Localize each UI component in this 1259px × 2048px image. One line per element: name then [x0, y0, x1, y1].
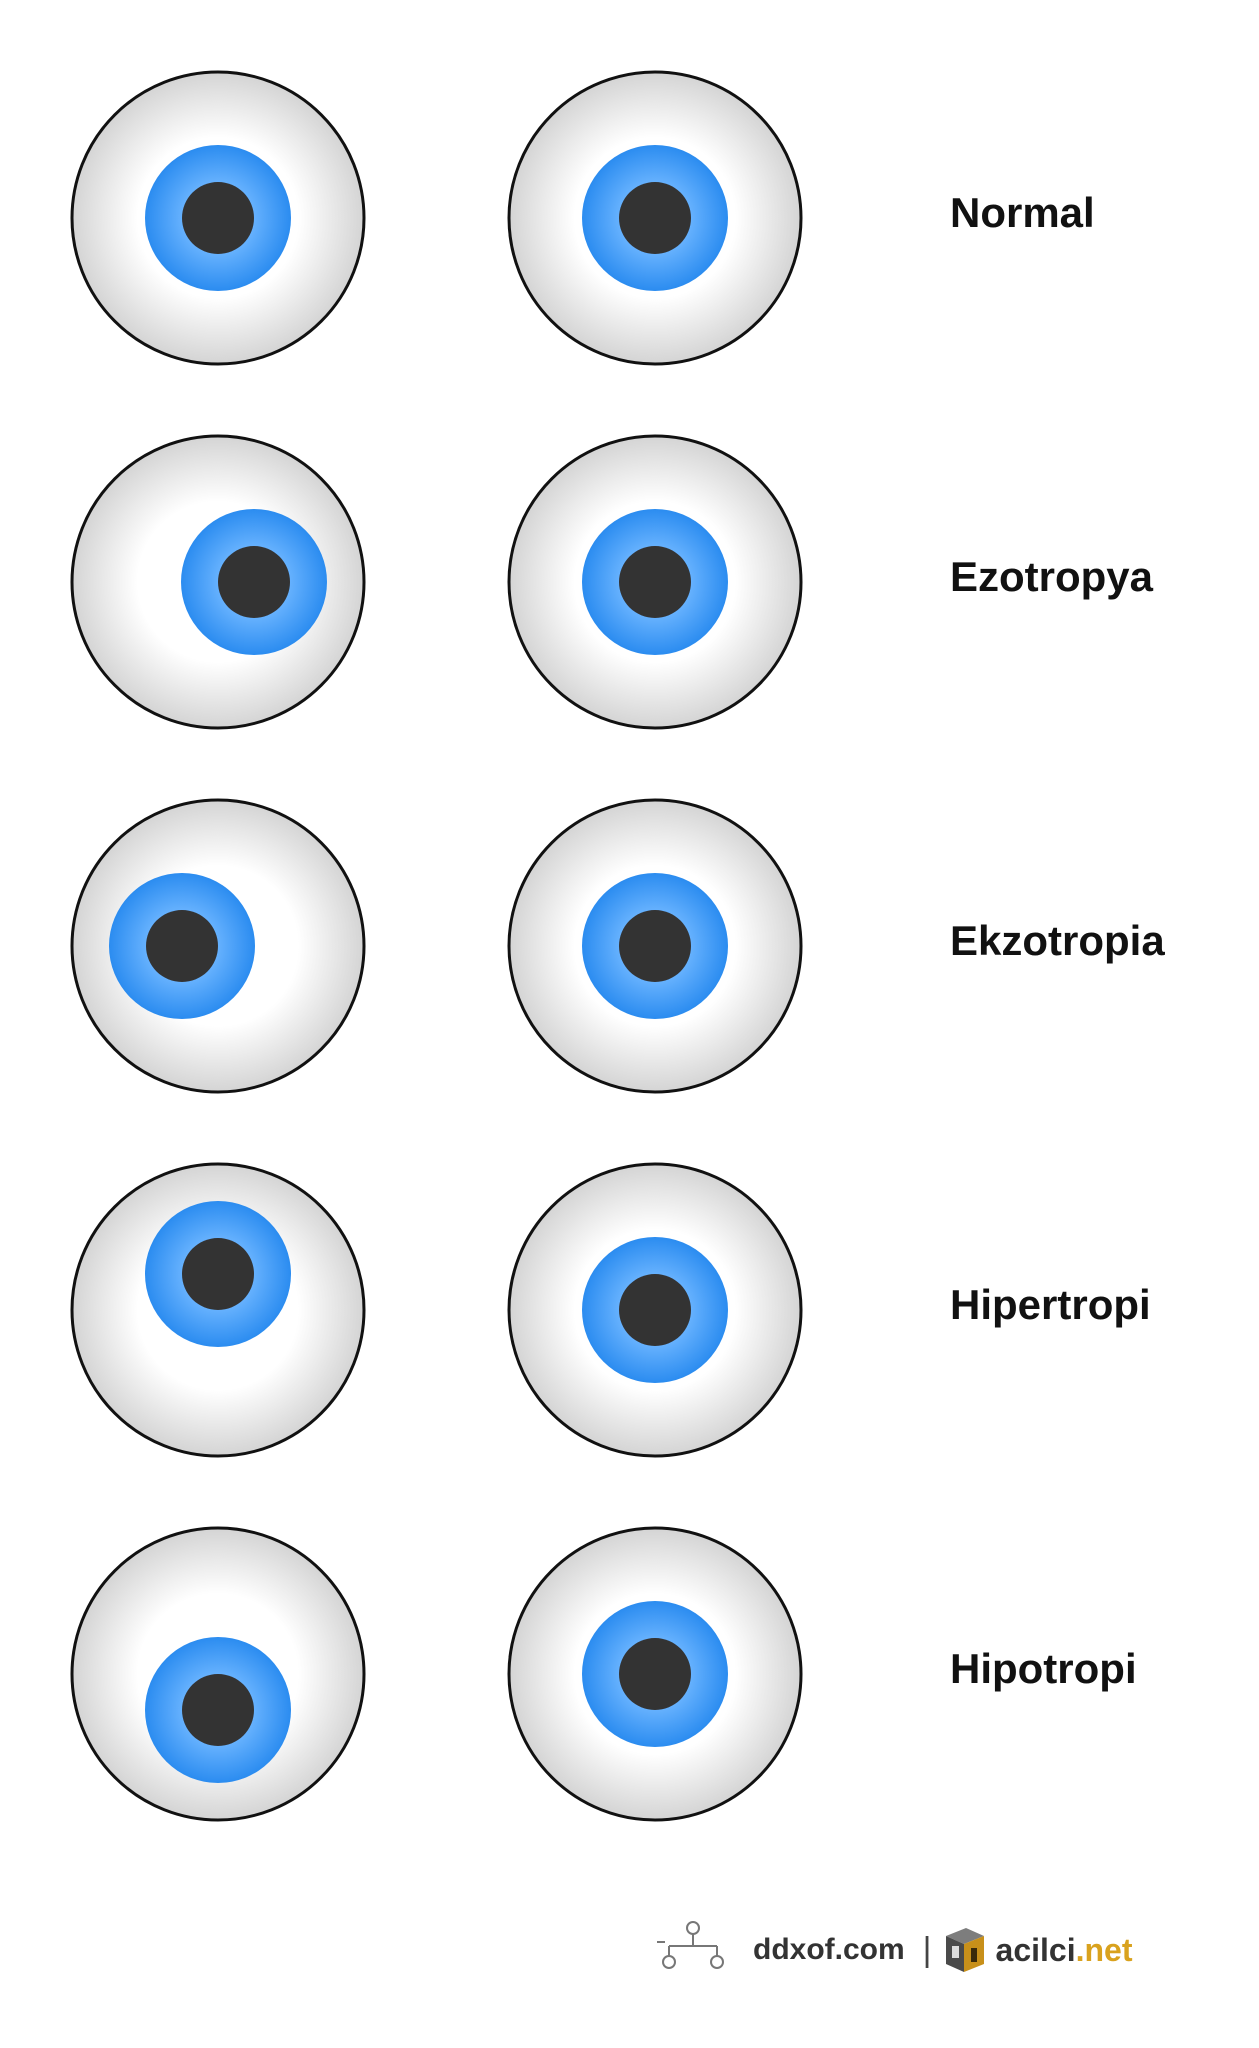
book-box-icon: [945, 1928, 984, 1972]
left-eye: [70, 1162, 366, 1458]
acilci-link-name[interactable]: acilci: [995, 1931, 1076, 1968]
pupil: [182, 182, 254, 254]
pupil: [619, 546, 691, 618]
right-eye: [507, 1526, 803, 1822]
pupil: [619, 1274, 691, 1346]
left-eye: [70, 1526, 366, 1822]
row-label: Normal: [950, 189, 1095, 236]
row-label: Ekzotropia: [950, 917, 1165, 964]
left-eye: [70, 798, 366, 1094]
right-eye: [507, 70, 803, 366]
pupil: [182, 1674, 254, 1746]
row-label: Hipertropi: [950, 1281, 1151, 1328]
flowchart-icon: [657, 1921, 724, 1969]
footer-separator: |: [922, 1930, 932, 1969]
pupil: [182, 1238, 254, 1310]
row-label: Ezotropya: [950, 553, 1154, 600]
row-label: Hipotropi: [950, 1645, 1137, 1692]
pupil: [619, 182, 691, 254]
right-eye: [507, 434, 803, 730]
pupil: [619, 910, 691, 982]
acilci-link-tld[interactable]: .net: [1075, 1931, 1133, 1968]
ddxof-link[interactable]: ddxof.com: [753, 1933, 905, 1966]
left-eye: [70, 70, 366, 366]
footer: ddxof.com | acilci.net: [655, 1920, 1215, 1980]
pupil: [146, 910, 218, 982]
pupil: [619, 1638, 691, 1710]
left-eye: [70, 434, 366, 730]
right-eye: [507, 1162, 803, 1458]
right-eye: [507, 798, 803, 1094]
pupil: [218, 546, 290, 618]
